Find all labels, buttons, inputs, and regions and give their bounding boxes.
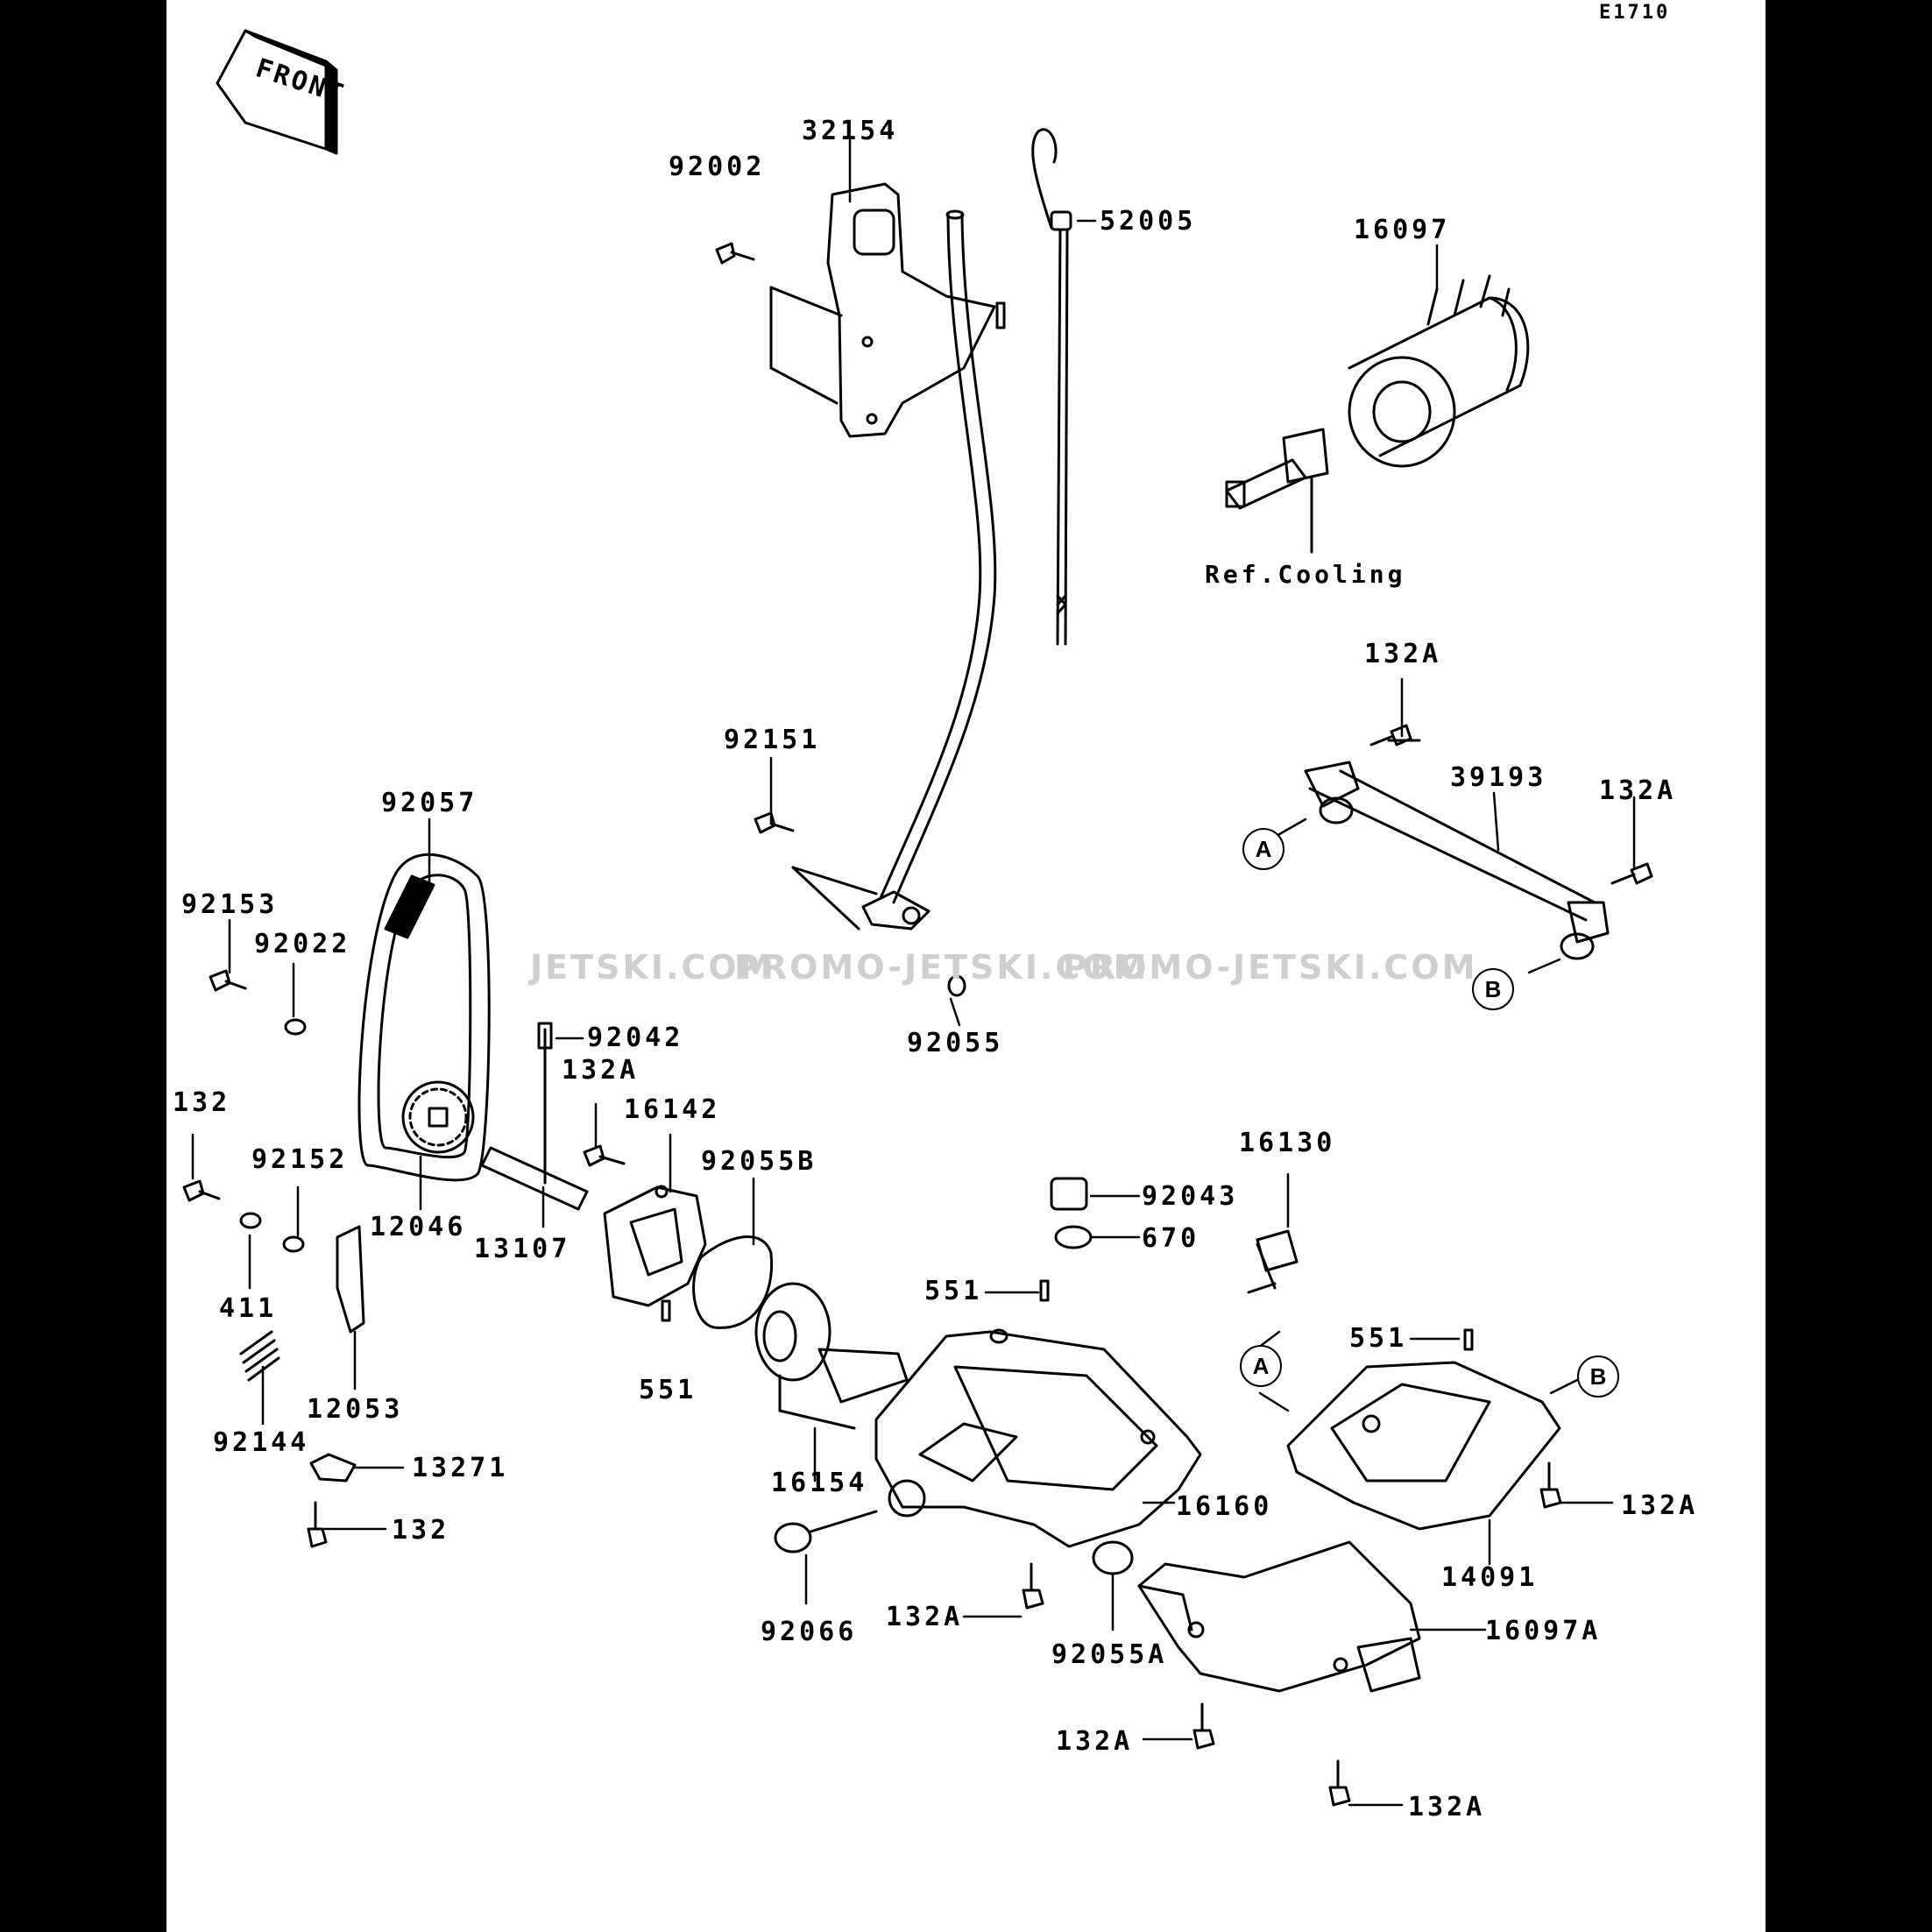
part-label[interactable]: 92055B: [701, 1146, 817, 1177]
watermark-1: JETSKI.COM: [530, 948, 775, 987]
dipstick-guide-tube: [791, 209, 1006, 931]
pan-cover: [1286, 1361, 1561, 1531]
part-label[interactable]: 551: [1349, 1323, 1408, 1354]
watermark-2: PROMO-JETSKI.COM: [734, 948, 1150, 987]
part-label[interactable]: 16097: [1354, 215, 1451, 245]
part-label[interactable]: 14091: [1441, 1562, 1539, 1593]
diagram-code: E1710: [1599, 2, 1671, 24]
oil-pump-cover: [603, 1185, 707, 1307]
pump-shaft: [480, 1022, 589, 1211]
part-label[interactable]: 132A: [1056, 1726, 1134, 1757]
watermark-3: PROMO-JETSKI.COM: [1063, 948, 1478, 987]
part-label[interactable]: 132: [392, 1515, 450, 1546]
pin-icons: [661, 1279, 1474, 1351]
pump-sprocket: [401, 1080, 475, 1154]
part-label[interactable]: 16154: [771, 1468, 868, 1498]
part-label[interactable]: 92066: [761, 1617, 858, 1647]
front-arrow-icon: FRONT: [216, 29, 350, 155]
part-label[interactable]: 551: [639, 1375, 697, 1405]
dipstick: [1031, 128, 1072, 646]
leader-lines: [191, 138, 1636, 1807]
part-label[interactable]: 32154: [802, 116, 899, 146]
part-label[interactable]: 92153: [181, 889, 279, 920]
part-label[interactable]: 132A: [562, 1055, 640, 1086]
part-label[interactable]: 92022: [254, 929, 351, 959]
oil-filter: [1348, 274, 1530, 468]
reference-note: Ref.Cooling: [1205, 560, 1406, 589]
part-label[interactable]: 92057: [381, 788, 478, 818]
part-label[interactable]: 132A: [1599, 775, 1677, 806]
oil-pan: [874, 1328, 1202, 1548]
part-label[interactable]: 92151: [724, 725, 821, 755]
oring-92055a: [1092, 1540, 1134, 1575]
part-label[interactable]: 16097A: [1485, 1616, 1602, 1646]
oil-fitting: [1247, 1229, 1299, 1294]
part-label[interactable]: 92042: [587, 1023, 684, 1053]
washer-icons: [239, 974, 966, 1253]
part-label[interactable]: 92043: [1142, 1181, 1239, 1212]
ref-circle-a: A: [1242, 828, 1284, 870]
part-label[interactable]: 411: [219, 1293, 278, 1324]
collar-and-oring: [1050, 1177, 1093, 1249]
part-label[interactable]: 12046: [370, 1212, 467, 1242]
part-label[interactable]: 92002: [669, 152, 766, 182]
dipstick-bracket: [769, 182, 996, 438]
part-label[interactable]: 39193: [1450, 762, 1547, 793]
part-label[interactable]: 92152: [251, 1144, 349, 1175]
ref-circle-b: B: [1472, 968, 1514, 1010]
filter-fitting: [1225, 428, 1329, 554]
pump-rotors: [754, 1282, 909, 1430]
part-label[interactable]: 132A: [886, 1602, 964, 1632]
pump-gasket: [692, 1235, 774, 1329]
oil-pipe: [1304, 739, 1610, 960]
part-label[interactable]: 52005: [1100, 206, 1197, 237]
part-label[interactable]: 16142: [624, 1094, 721, 1125]
part-label[interactable]: 670: [1142, 1223, 1200, 1254]
ref-circle-a: A: [1240, 1345, 1282, 1387]
part-label[interactable]: 132A: [1621, 1490, 1699, 1521]
bolt-icons: [182, 242, 1653, 1807]
part-label[interactable]: 12053: [307, 1394, 404, 1425]
part-label[interactable]: 13271: [412, 1453, 509, 1483]
oil-strainer: [1137, 1540, 1421, 1693]
part-label[interactable]: 13107: [474, 1234, 571, 1264]
part-label[interactable]: 16130: [1239, 1128, 1336, 1158]
part-label[interactable]: 551: [924, 1276, 983, 1306]
part-label[interactable]: 92144: [213, 1427, 310, 1458]
part-label[interactable]: 132A: [1408, 1792, 1486, 1822]
diagram-sheet: [166, 0, 1766, 1932]
drive-chain: [357, 853, 491, 1182]
part-label[interactable]: 92055A: [1051, 1639, 1168, 1670]
tensioner-and-spring: [239, 1225, 365, 1483]
part-label[interactable]: 92055: [907, 1028, 1004, 1058]
drain-plug: [774, 1510, 878, 1553]
part-label[interactable]: 132: [173, 1087, 231, 1118]
ref-circle-b: B: [1577, 1355, 1619, 1398]
part-label[interactable]: 132A: [1364, 639, 1442, 669]
part-label[interactable]: 16160: [1176, 1491, 1273, 1522]
